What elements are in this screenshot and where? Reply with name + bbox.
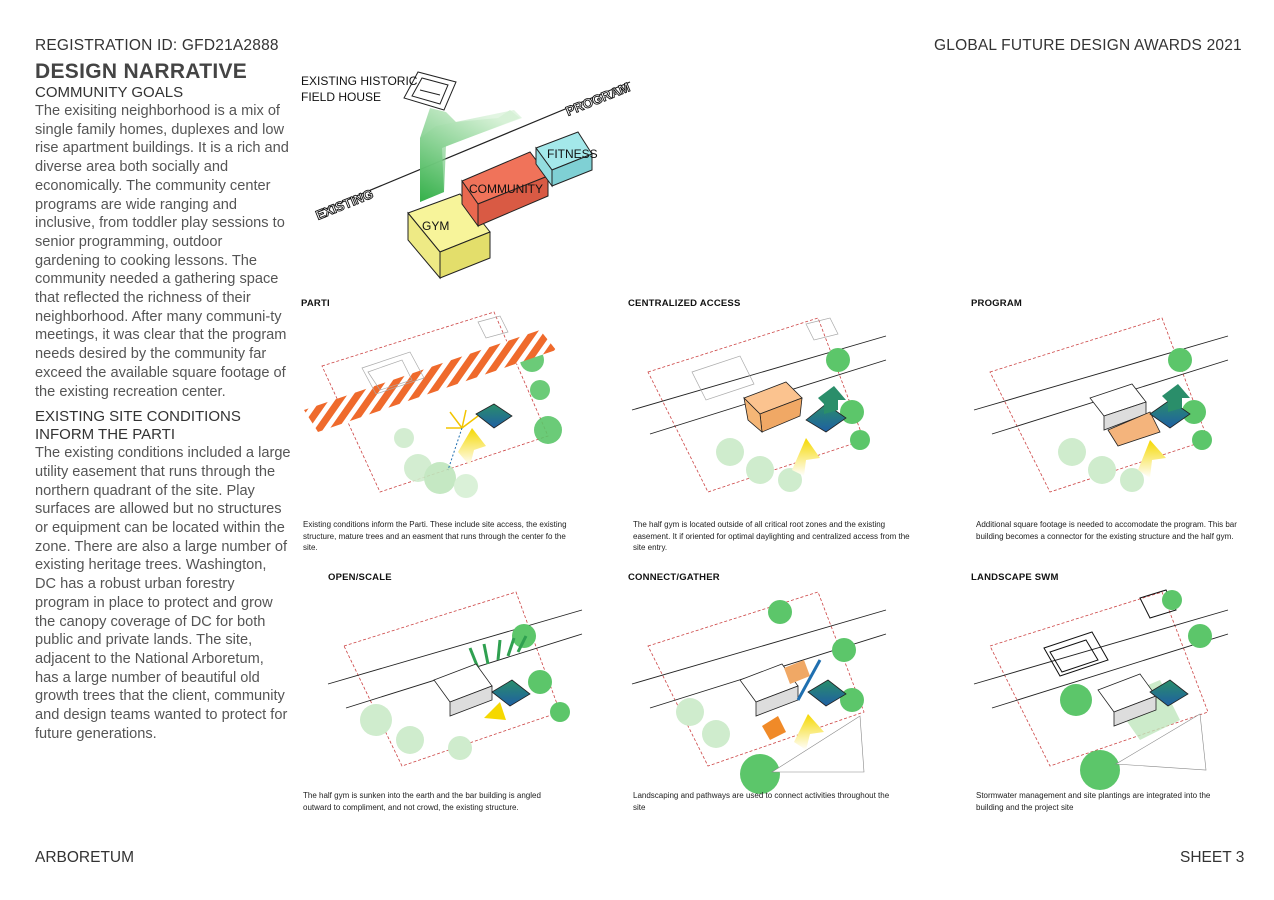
- diagram-title-connect-gather: CONNECT/GATHER: [628, 572, 720, 583]
- field-house-label: EXISTING HISTORIC: [301, 74, 418, 88]
- project-name: ARBORETUM: [35, 849, 135, 866]
- community-goals-text: The exisiting neighborhood is a mix of s…: [35, 103, 289, 400]
- caption-parti: Existing conditions inform the Parti. Th…: [303, 520, 567, 552]
- diagram-connect-gather: [631, 591, 887, 794]
- field-house-icon: [403, 71, 457, 111]
- program-axis-label: PROGRAM: [564, 79, 633, 118]
- diagram-program: [973, 317, 1229, 493]
- community-label: COMMUNITY: [469, 182, 543, 196]
- award-title: GLOBAL FUTURE DESIGN AWARDS 2021: [934, 37, 1242, 54]
- caption-landscape-swm: Stormwater management and site plantings…: [976, 791, 1211, 812]
- diagram-parti: [304, 311, 562, 498]
- caption-centralized-access: The half gym is located outside of all c…: [633, 520, 910, 552]
- diagram-title-open-scale: OPEN/SCALE: [328, 572, 392, 583]
- diagram-title-parti: PARTI: [301, 298, 330, 309]
- diagram-title-program: PROGRAM: [971, 298, 1023, 309]
- site-conditions-heading: EXISTING SITE CONDITIONS INFORM THE PART…: [35, 408, 241, 444]
- concept-diagram: EXISTING HISTORIC FIELD HOUSE GYM COMMUN…: [301, 71, 633, 280]
- diagram-landscape-swm: [973, 589, 1229, 790]
- community-goals-heading: COMMUNITY GOALS: [35, 84, 184, 101]
- field-house-label-2: FIELD HOUSE: [301, 90, 381, 104]
- diagram-centralized-access: [631, 317, 887, 493]
- narrative-column: COMMUNITY GOALS The exisiting neighborho…: [35, 84, 291, 744]
- design-narrative-title: DESIGN NARRATIVE: [35, 60, 248, 83]
- community-box: [461, 151, 549, 228]
- fitness-box: [535, 131, 593, 188]
- gym-label: GYM: [422, 219, 449, 233]
- existing-axis-label: EXISTING: [314, 186, 376, 223]
- caption-program: Additional square footage is needed to a…: [976, 520, 1237, 541]
- caption-open-scale: The half gym is sunken into the earth an…: [303, 791, 541, 812]
- program-axis-line: [317, 81, 631, 213]
- caption-connect-gather: Landscaping and pathways are used to con…: [633, 791, 890, 812]
- sheet-number: SHEET 3: [1180, 849, 1245, 866]
- diagram-open-scale: [327, 591, 583, 767]
- fitness-label: FITNESS: [547, 147, 598, 161]
- diagram-title-landscape-swm: LANDSCAPE SWM: [971, 572, 1059, 583]
- site-conditions-text: The existing conditions included a large…: [35, 445, 291, 742]
- diagram-title-centralized-access: CENTRALIZED ACCESS: [628, 298, 741, 309]
- registration-id: REGISTRATION ID: GFD21A2888: [35, 37, 279, 54]
